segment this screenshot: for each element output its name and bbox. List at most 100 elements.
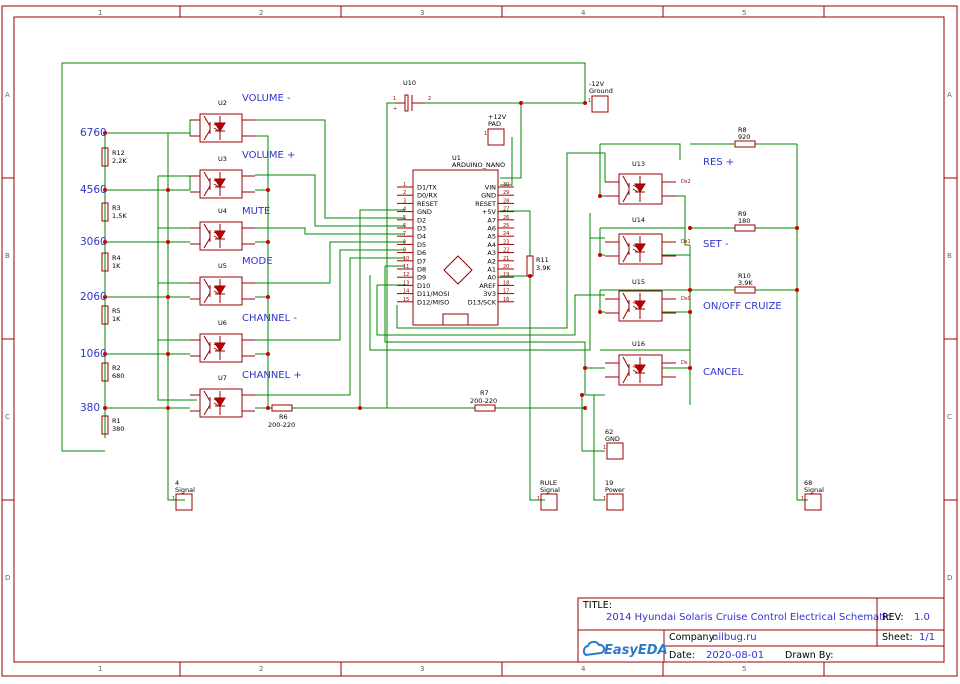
connector-pin: 1 — [603, 496, 606, 502]
opto-body — [199, 113, 243, 143]
u10-pin2: 2 — [428, 96, 431, 102]
title-label: TITLE: — [582, 600, 612, 611]
company-value: nilbug.ru — [712, 632, 757, 643]
arduino-pin-number: 1 — [403, 182, 406, 188]
arduino-pin-number: 30 — [503, 182, 509, 188]
ladder-resistor — [101, 252, 109, 272]
arduino-pin-label: D3 — [417, 225, 426, 233]
frame-row-label: D — [947, 574, 952, 582]
ladder-resistor-ref: R4 — [112, 254, 121, 262]
resistor-ladder: 67604560306020601060380R122,2KR31,5KR41K… — [80, 127, 127, 435]
connector-pin: 1 — [484, 131, 487, 137]
opto-body — [618, 290, 663, 322]
frame-col-label: 2 — [259, 665, 263, 673]
connector-pin: 1 — [537, 496, 540, 502]
ladder-node-resistance: 3060 — [80, 236, 107, 248]
arduino-pin-number: 4 — [403, 207, 406, 213]
svg-text:+: + — [393, 106, 397, 112]
frame-row-label: B — [947, 252, 952, 260]
arduino-pin-label: A6 — [487, 225, 496, 233]
connector-pad — [540, 493, 558, 511]
opto-side-label: Ds2 — [681, 179, 691, 185]
arduino-pin-number: 28 — [503, 198, 509, 204]
connector-name: Signal — [804, 486, 824, 494]
resistor-value: 3,9K — [738, 279, 753, 287]
ladder-resistor-ref: R3 — [112, 204, 121, 212]
r11-ref: R11 — [536, 256, 549, 264]
opto-function-label: ON/OFF CRUIZE — [703, 301, 782, 312]
ladder-resistor-value: 680 — [112, 372, 124, 380]
arduino-pin-number: 12 — [403, 272, 409, 278]
resistor-ref: R8 — [738, 126, 747, 134]
opto-ref: U15 — [632, 278, 645, 286]
rev-value: 1.0 — [914, 612, 930, 623]
arduino-pin-label: GND — [481, 192, 496, 200]
arduino-pin-number: 29 — [503, 190, 509, 196]
arduino-name: ARDUINO_NANO — [452, 161, 505, 169]
arduino-pin-number: 6 — [403, 223, 406, 229]
connector-number: RULE — [540, 479, 557, 487]
arduino-pin-label: VIN — [485, 184, 496, 192]
resistor-r10 — [734, 286, 756, 294]
opto-ref: U13 — [632, 160, 645, 168]
ladder-resistor-ref: R5 — [112, 307, 121, 315]
capacitor-u10: U10 1 2 + — [393, 79, 431, 112]
company-label: Company: — [669, 632, 717, 643]
arduino-pin-number: 19 — [503, 272, 509, 278]
opto-body — [199, 276, 243, 306]
arduino-pin-number: 21 — [503, 256, 509, 262]
connectors: -12VGround1+12VPAD14Signal1RULESignal162… — [172, 80, 824, 511]
arduino-pin-number: 9 — [403, 248, 406, 254]
arduino-pin-number: 22 — [503, 248, 509, 254]
arduino-pin-label: AREF — [479, 282, 496, 290]
r11-value: 3,9K — [536, 264, 551, 272]
connector-name: GND — [605, 435, 620, 443]
opto-ref: U5 — [218, 262, 227, 270]
connector-pad — [175, 493, 193, 511]
frame-row-label: C — [5, 413, 10, 421]
arduino-pin-number: 24 — [503, 231, 509, 237]
ladder-resistor-value: 2,2K — [112, 157, 127, 165]
ladder-node-resistance: 6760 — [80, 127, 107, 139]
outer-frame — [1, 5, 958, 677]
opto-ref: U7 — [218, 374, 227, 382]
arduino-pin-label: A0 — [487, 274, 496, 282]
opto-body — [199, 333, 243, 363]
resistor-r6: R6 200-220 — [268, 404, 295, 429]
arduino-pin-number: 10 — [403, 256, 409, 262]
ladder-resistor-value: 380 — [112, 425, 124, 433]
schematic-title: 2014 Hyundai Solaris Cruise Control Elec… — [606, 612, 891, 623]
arduino-pin-label: D1/TX — [417, 184, 437, 192]
frame-col-label: 1 — [98, 665, 102, 673]
arduino-pin-number: 26 — [503, 215, 509, 221]
easyeda-logo: EasyEDA — [582, 640, 668, 658]
connector-pin: 1 — [603, 445, 606, 451]
arduino-pin-number: 7 — [403, 231, 406, 237]
r6-ref: R6 — [279, 413, 288, 421]
frame-row-label: A — [947, 91, 952, 99]
connector-number: -12V — [589, 80, 605, 88]
opto-function-label: VOLUME - — [242, 93, 291, 104]
frame-col-label: 5 — [742, 665, 746, 673]
arduino-pin-label: RESET — [475, 200, 496, 208]
frame-col-label: 2 — [259, 9, 263, 17]
arduino-pin-label: D13/SCK — [468, 298, 497, 306]
opto-function-label: VOLUME + — [242, 150, 295, 161]
arduino-pin-label: GND — [417, 208, 432, 216]
connector-pin: 1 — [172, 496, 175, 502]
